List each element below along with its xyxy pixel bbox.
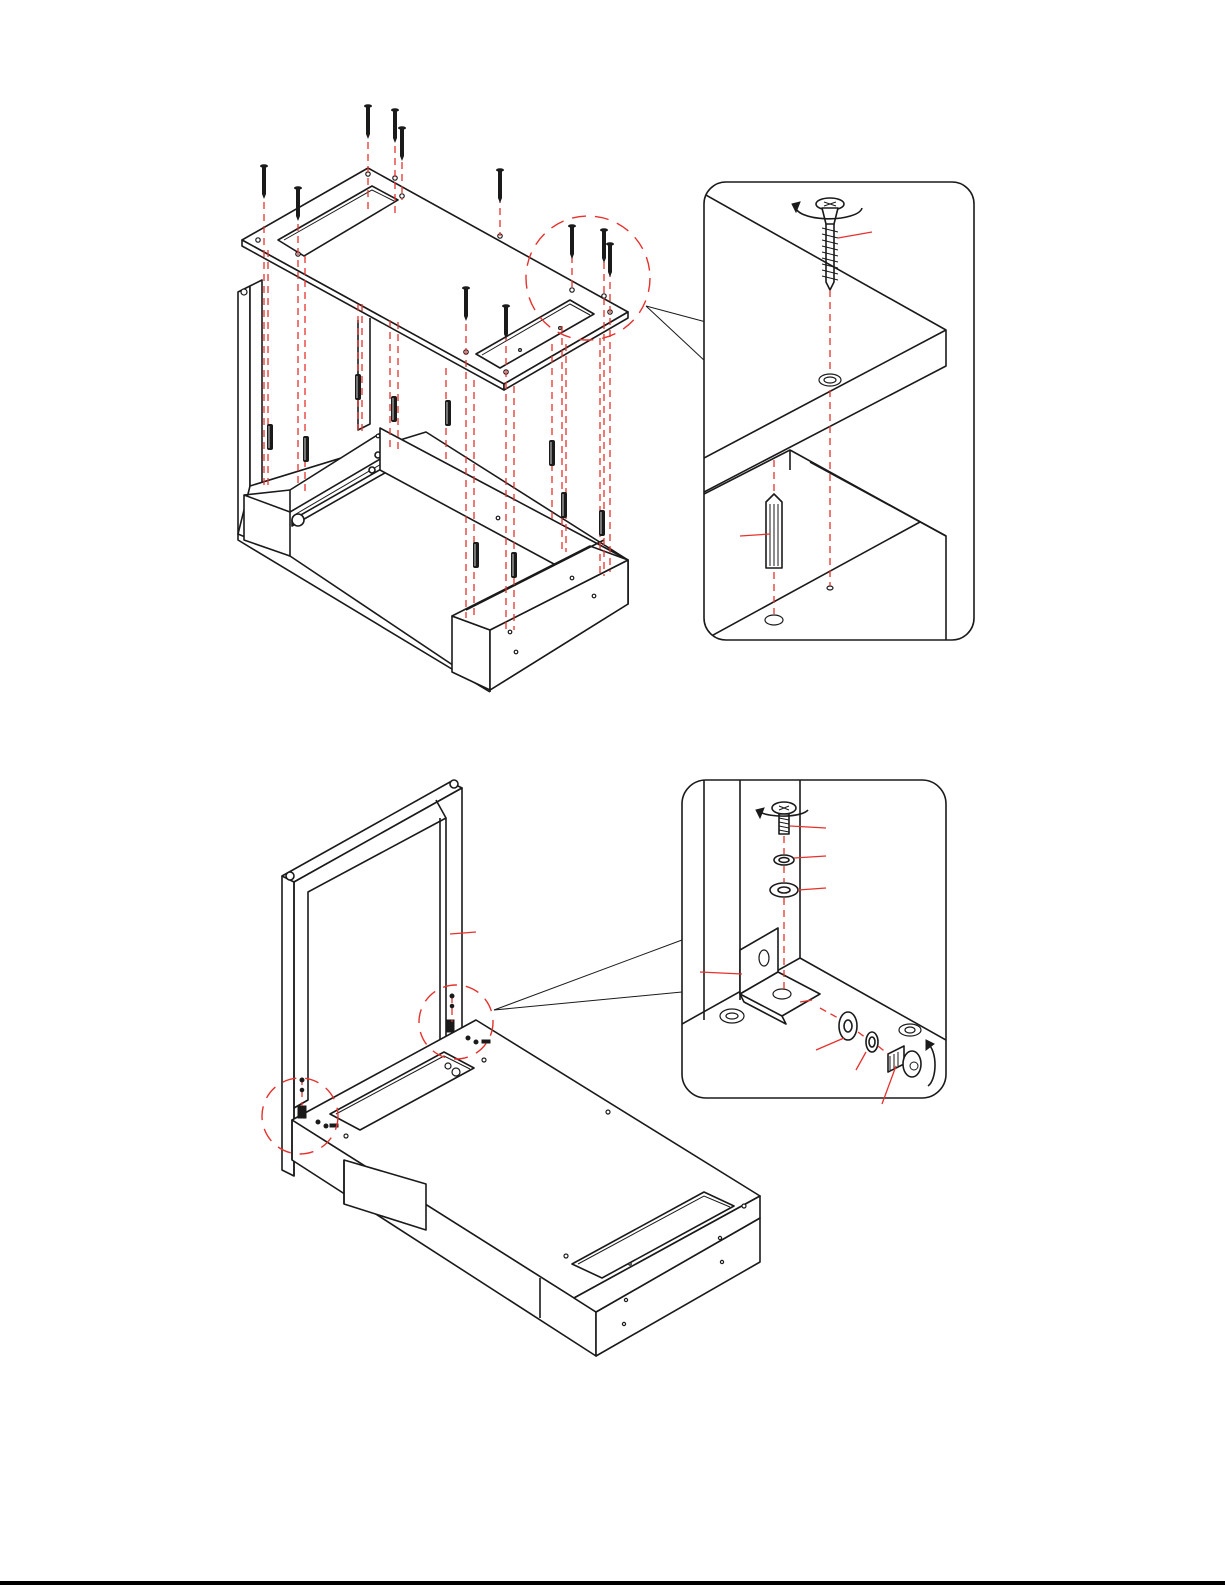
page-bottom-rule [0, 1581, 1225, 1585]
step2-callout-connector [494, 940, 682, 1010]
step2-detail-box [682, 780, 946, 1104]
step1-detail-box [704, 182, 974, 660]
